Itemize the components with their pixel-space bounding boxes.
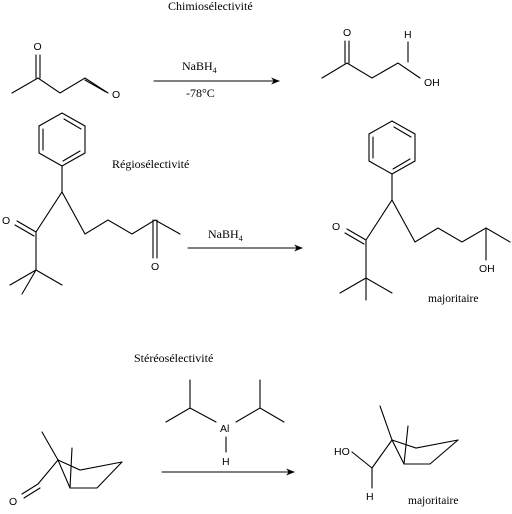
bridge-edge: [57, 459, 123, 471]
carbon-chain: [11, 77, 109, 94]
aluminum-label: Al: [220, 423, 229, 435]
left-oxygen-label: O: [2, 215, 10, 227]
section-title-chemoselectivity: Chimiosélectivité: [168, 0, 253, 13]
methyl-bond: [41, 431, 59, 461]
reagent-dibal: Al H: [165, 379, 285, 468]
tbutyl-methyl-2: [35, 269, 63, 286]
oxygen-label: O: [332, 221, 340, 233]
isobutyl-right: [235, 407, 285, 423]
tbutyl-methyl-1: [9, 269, 37, 286]
section-stereoselectivity: Stéréosélectivité O Al H: [9, 351, 459, 508]
reactant-diketone: O O: [2, 112, 181, 295]
phenyl-ring: [368, 120, 416, 175]
left-carbonyl-bond-b: [14, 224, 35, 237]
methyl-bond: [379, 405, 393, 441]
bridgehead-bond: [69, 447, 73, 489]
section-regioselectivity: Régiosélectivité O O NaBH4: [2, 112, 511, 305]
hydroxyl-label: OH: [479, 263, 495, 275]
hydrogen-label: H: [404, 29, 412, 41]
bridgehead-bond: [403, 425, 409, 465]
phenyl-inner-bond-2: [62, 150, 81, 162]
carbonyl-bond-a: [346, 228, 367, 241]
hydroxyl-bond: [351, 451, 373, 469]
tbutyl-methyl-3: [21, 269, 37, 295]
phenyl-inner-bond-1: [63, 118, 82, 130]
section-title-stereoselectivity: Stéréosélectivité: [134, 351, 213, 365]
ketone-oxygen-label: O: [34, 41, 42, 53]
hydroxyl-label: OH: [424, 77, 440, 89]
carbonyl-bond-a: [21, 483, 39, 495]
aldehyde-double-bond-inner: [84, 79, 107, 93]
reagent-nabh4: NaBH4: [182, 59, 217, 75]
isobutyl-left: [165, 407, 217, 423]
hydride-label: H: [222, 456, 230, 468]
phenyl-inner-bond-1: [393, 126, 412, 138]
hydrogen-label: H: [366, 491, 374, 503]
phenyl-inner-bond-2: [392, 158, 411, 170]
tbutyl-methyl-1: [339, 277, 367, 294]
phenyl-ring: [38, 112, 86, 167]
right-oxygen-label: O: [151, 261, 159, 273]
hydroxyl-label: HO: [334, 446, 350, 458]
section-chemoselectivity: Chimiosélectivité O O NaBH4 -78°C O H OH: [11, 0, 440, 101]
product-bicyclic-alcohol: HO H: [334, 405, 459, 503]
major-product-note: majoritaire: [428, 293, 478, 305]
lower-ring-edge: [371, 438, 459, 469]
major-product-note: majoritaire: [408, 495, 458, 507]
oxygen-label: O: [9, 496, 17, 508]
left-carbonyl-bond-a: [16, 220, 37, 233]
bridge-edge: [391, 439, 459, 449]
main-chain: [365, 198, 511, 243]
carbonyl-bond-b: [23, 487, 41, 499]
main-chain: [35, 190, 181, 235]
carbon-chain: [321, 62, 421, 79]
product-hydroxy-ketone: O H OH: [321, 27, 440, 89]
product-hydroxy-ketone-phenyl: O OH: [332, 120, 511, 301]
carbonyl-bond-b: [344, 232, 365, 245]
aldehyde-oxygen-label: O: [112, 89, 120, 101]
reactant-oxopentanal: O O: [11, 41, 120, 101]
reaction-condition-temperature: -78°C: [186, 86, 215, 100]
reactant-bicyclic-ketone: O: [9, 431, 123, 508]
ketone-oxygen-label: O: [343, 27, 351, 39]
tbutyl-methyl-2: [365, 277, 393, 294]
section-title-regioselectivity: Régiosélectivité: [112, 157, 189, 171]
reagent-nabh4: NaBH4: [208, 227, 243, 243]
